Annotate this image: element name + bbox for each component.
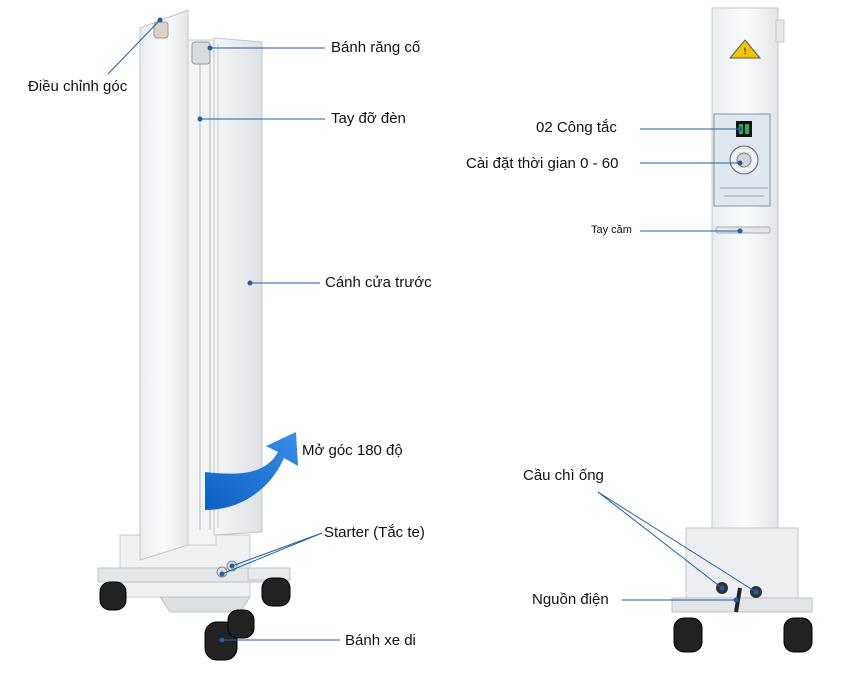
label-angle-adjust: Điều chỉnh góc [28, 78, 128, 95]
label-front-door: Cánh cửa trước [325, 274, 432, 291]
warning-triangle-icon [728, 39, 762, 59]
label-gear-lock: Bánh răng cố [331, 39, 421, 56]
left-unit [97, 9, 298, 661]
label-wheels: Bánh xe di [345, 632, 416, 649]
handle [715, 226, 771, 234]
right-wheels [673, 617, 813, 653]
gear-lock [191, 41, 211, 65]
left-back-panel [139, 9, 189, 561]
right-column [711, 7, 779, 569]
label-power: Nguồn điện [532, 591, 609, 608]
left-wheels [99, 577, 291, 661]
label-switches: 02 Công tắc [536, 119, 617, 136]
label-lamp-holder: Tay đỡ đèn [331, 110, 406, 127]
front-door [213, 37, 263, 536]
right-base-box [685, 527, 799, 607]
right-unit: ! [671, 7, 813, 653]
rotation-arrow [205, 432, 298, 510]
label-timer: Cài đặt thời gian 0 - 60 [466, 155, 619, 172]
label-open-angle: Mở góc 180 độ [302, 442, 403, 459]
label-starter: Starter (Tắc te) [324, 524, 425, 541]
leader-lines [107, 17, 759, 643]
label-handle: Tay cầm [591, 224, 632, 236]
lamp-holder [187, 39, 217, 546]
label-fuse: Cầu chì ống [523, 467, 604, 484]
svg-text:!: ! [743, 47, 747, 57]
